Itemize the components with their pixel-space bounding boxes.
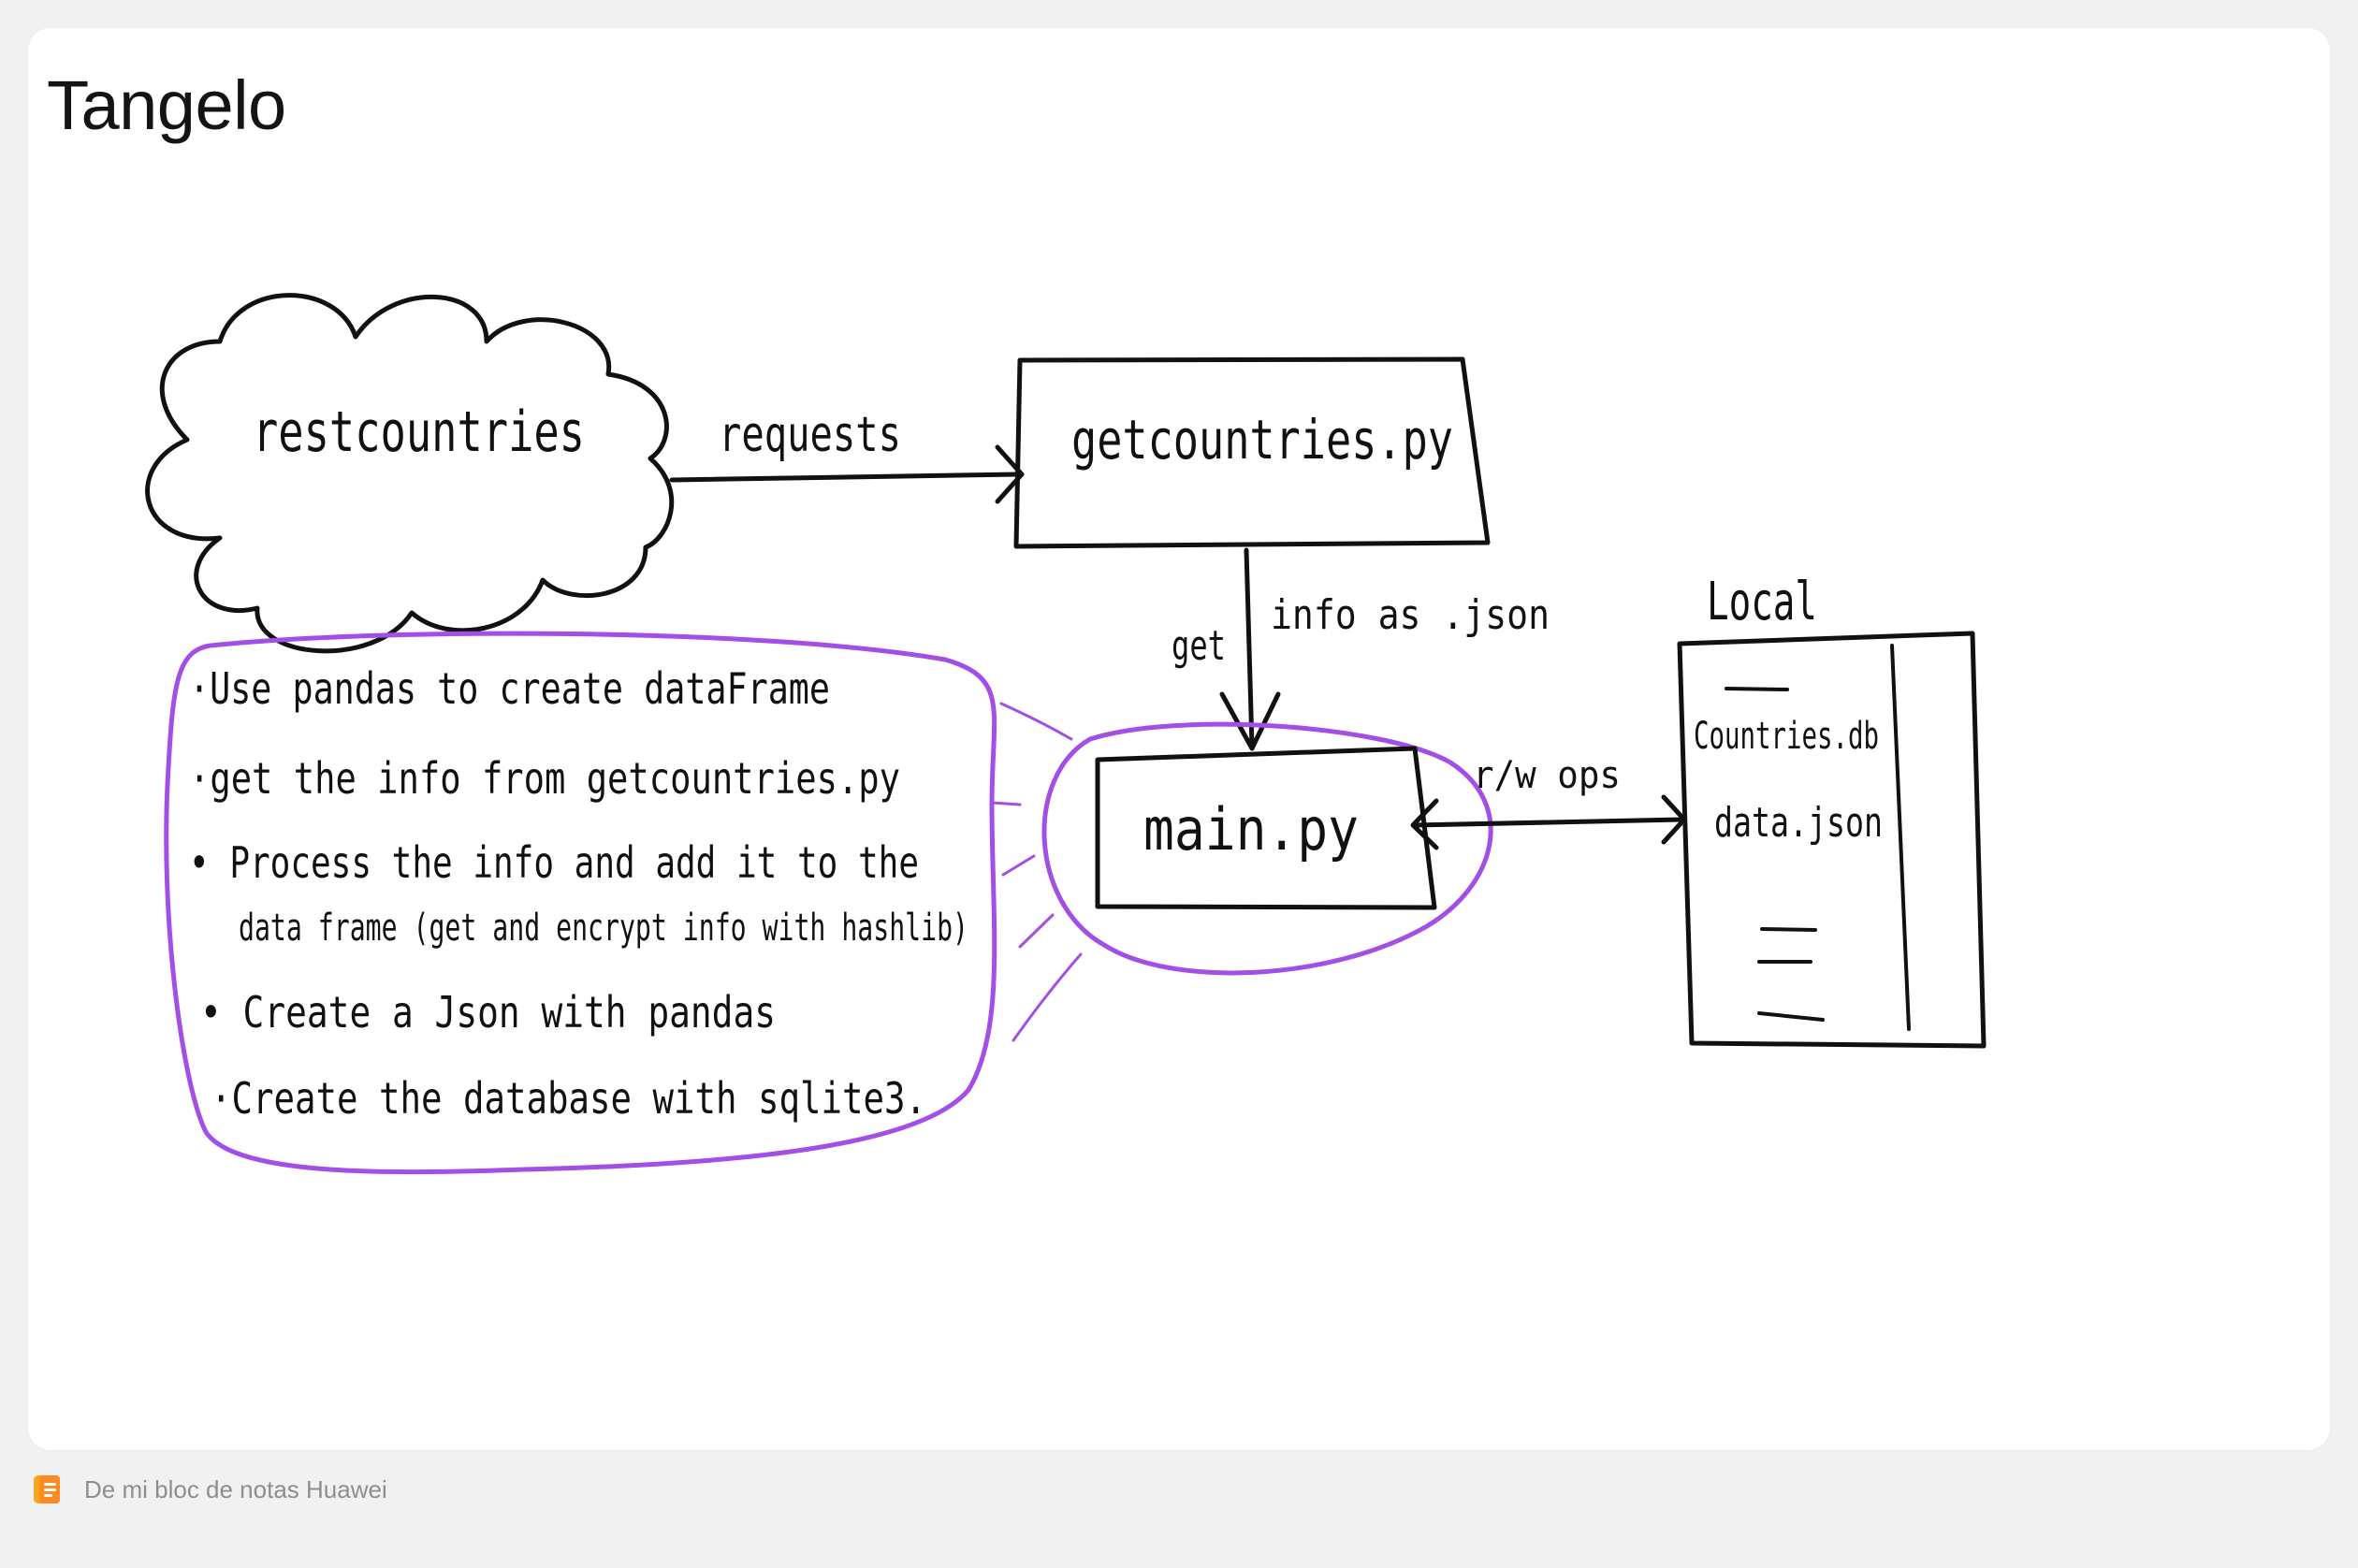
note-item: • Create a Json with pandas: [200, 987, 776, 1038]
cloud-label: restcountries: [253, 399, 585, 465]
footer-source-text: De mi bloc de notas Huawei: [84, 1474, 387, 1503]
storage-file-data-json: data.json: [1714, 799, 1883, 847]
box-main: [1095, 746, 1437, 910]
cloud-shape: [145, 293, 675, 654]
notepad-icon: [34, 1475, 60, 1503]
box-getcountries: [1013, 356, 1491, 549]
note-title: Tangelo: [47, 66, 286, 144]
note-item: ·get the info from getcountries.py: [189, 753, 900, 804]
footer: De mi bloc de notas Huawei: [32, 1474, 387, 1505]
note-item: data frame (get and encrypt info with ha…: [239, 907, 968, 950]
edge-label-get: get: [1172, 622, 1226, 670]
edge-label-info-json: info as .json: [1271, 591, 1550, 639]
edge-label-rw-ops: r/w ops: [1473, 754, 1621, 797]
arrow-get-json-head: [1219, 691, 1281, 751]
arrow-get-json: [1244, 547, 1255, 749]
note-item: • Process the info and add it to the: [189, 837, 919, 888]
notes-bubble: [164, 631, 997, 1175]
edge-label-requests: requests: [719, 407, 901, 463]
box-getcountries-label: getcountries.py: [1071, 408, 1453, 472]
arrow-rw-ops: [1412, 817, 1685, 828]
storage-file-countries-db: Countries.db: [1694, 715, 1879, 758]
emphasis-strokes: [990, 702, 1083, 1042]
note-item: ·Create the database with sqlite3.: [211, 1073, 926, 1124]
storage-dashes-bottom: [1757, 927, 1825, 1022]
highlight-main: [1041, 721, 1493, 976]
note-card: [28, 28, 2330, 1450]
storage-box: [1677, 631, 1987, 1049]
storage-dash-top: [1725, 687, 1789, 691]
notes-list: ·Use pandas to create dataFrame ·get the…: [189, 663, 968, 1124]
storage-divider: [1890, 644, 1911, 1031]
note-item: ·Use pandas to create dataFrame: [189, 663, 830, 714]
arrow-requests: [669, 472, 1021, 483]
box-main-label: main.py: [1143, 795, 1359, 864]
arrow-rw-ops-head-left: [1410, 798, 1439, 850]
arrow-requests-head: [995, 444, 1025, 504]
storage-title: Local: [1707, 572, 1817, 632]
